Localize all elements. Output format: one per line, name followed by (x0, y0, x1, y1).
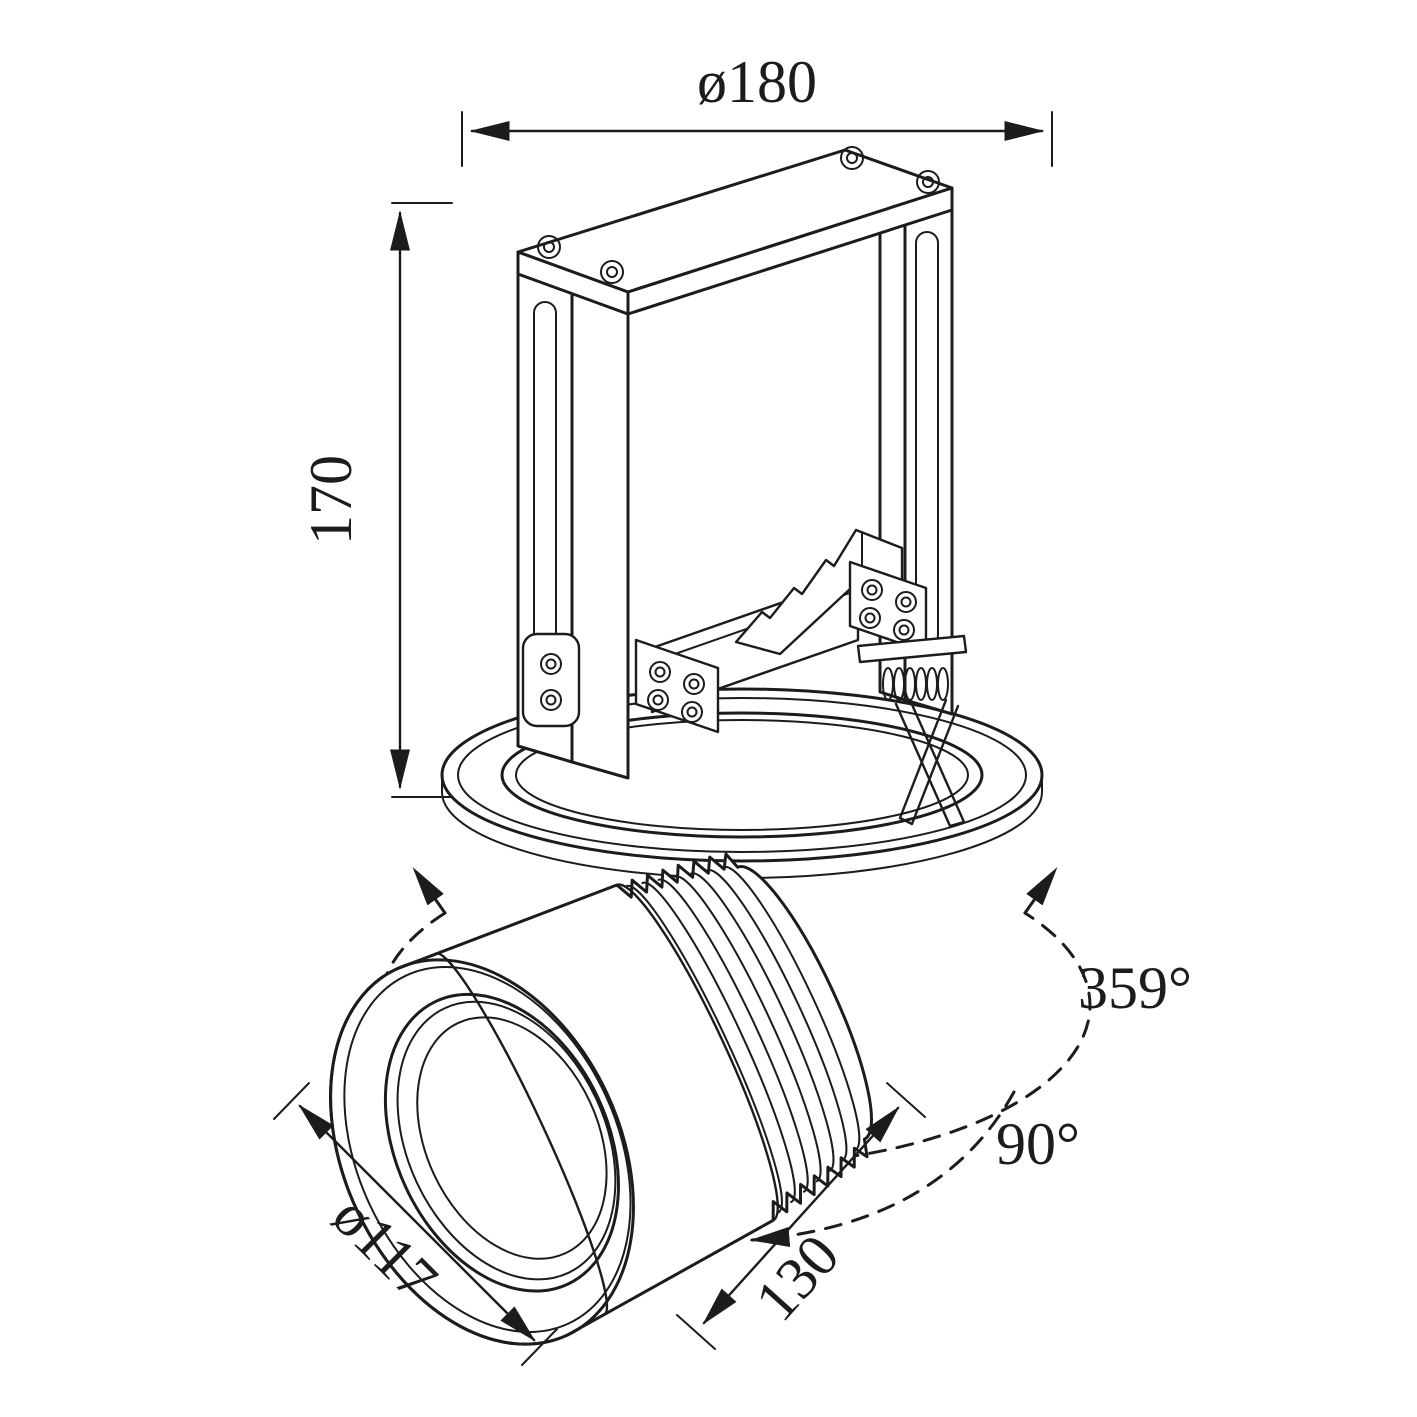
mounting-bracket (521, 528, 928, 734)
dimension-body-length (676, 1082, 926, 1350)
dimension-lens-diameter (273, 1082, 558, 1366)
dimension-overall-diameter (461, 111, 1053, 167)
height-label: 170 (298, 455, 364, 545)
rotation-angle-label: 359° (1078, 955, 1192, 1021)
spring-legs (894, 698, 966, 828)
overall-diameter-label: ø180 (697, 49, 817, 115)
tilt-angle-label: 90° (996, 1111, 1080, 1177)
spring-clip (856, 634, 968, 828)
dimension-height (390, 202, 453, 798)
fixing-tab (521, 632, 581, 728)
frame-top-plate (516, 146, 954, 316)
heatsink-fins (625, 865, 861, 1214)
spring-coil (882, 667, 949, 701)
top-plate-screws (537, 146, 940, 284)
spotlight-head (329, 852, 873, 1346)
